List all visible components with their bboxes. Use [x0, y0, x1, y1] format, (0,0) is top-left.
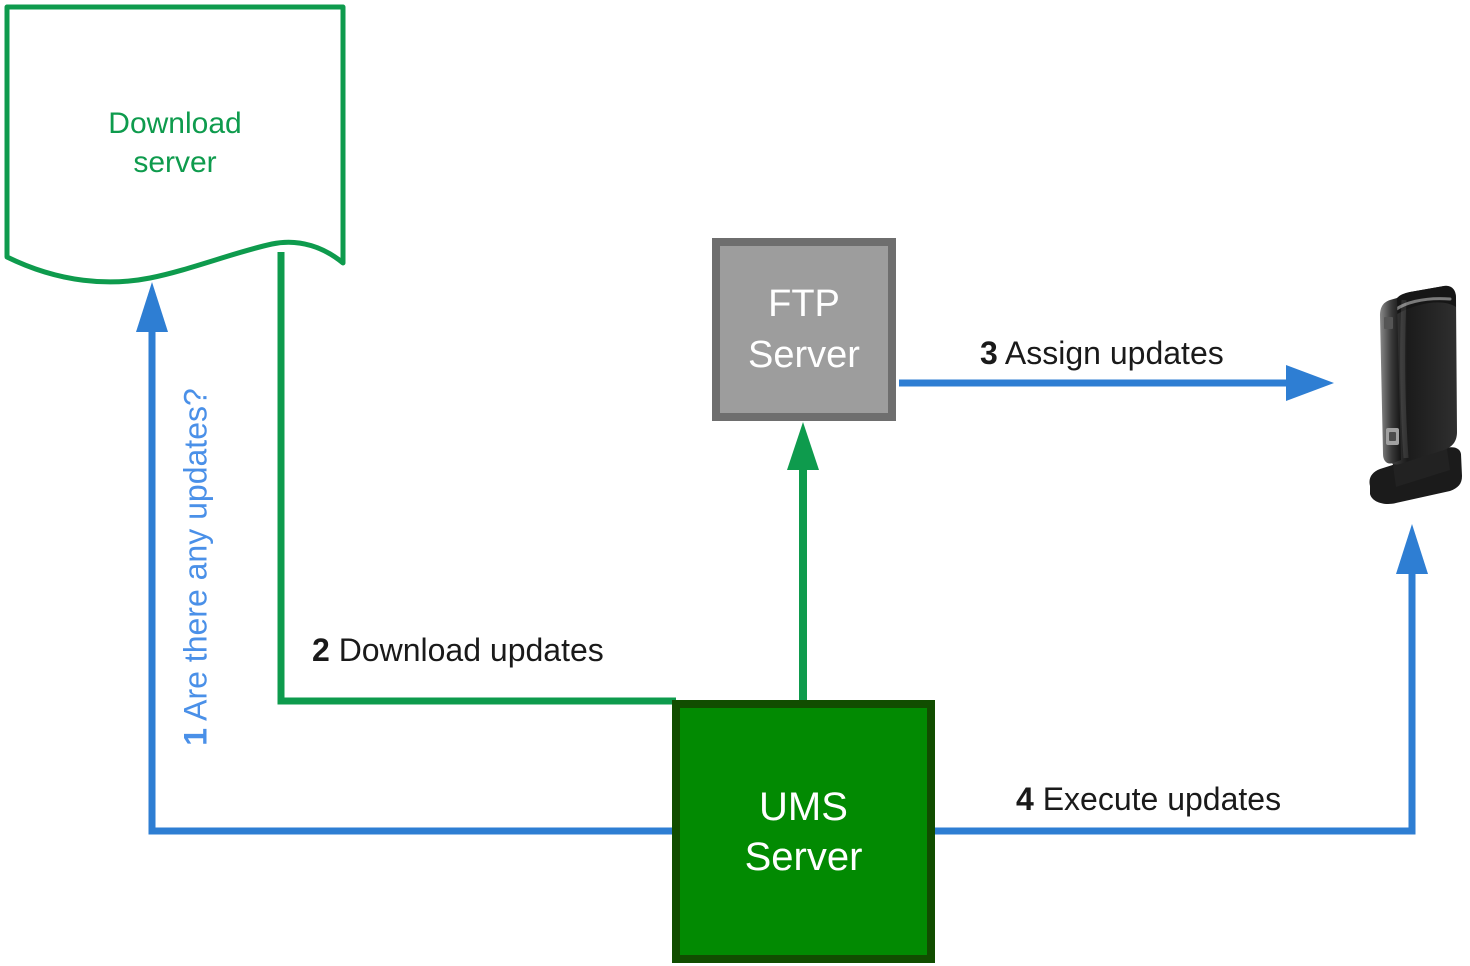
arrow-line-download-updates: [277, 252, 676, 705]
device-logo-top: [1384, 317, 1393, 329]
download-server-label: Download server: [25, 104, 325, 182]
step-4-label: 4 Execute updates: [1016, 781, 1281, 818]
download-server-label-line1: Download: [108, 107, 242, 140]
device-top-cap: [1392, 285, 1456, 317]
step-1-number: 1: [177, 728, 214, 746]
arrowhead-to-device-side: [1286, 365, 1334, 401]
device-front-edge: [1380, 298, 1401, 464]
arrowhead-to-download-server: [136, 282, 168, 332]
arrowhead-to-device-bottom: [1396, 524, 1428, 574]
step-1-text: Are there any updates?: [177, 388, 214, 721]
thin-client-device-icon: [1369, 285, 1462, 504]
ums-server-label-line1: UMS: [759, 784, 848, 829]
step-2-label: 2 Download updates: [312, 632, 604, 669]
step-1-label: 1 Are there any updates?: [178, 388, 215, 746]
step-4-number: 4: [1016, 781, 1034, 817]
arrowhead-to-ftp-server: [787, 422, 819, 470]
step-3-label: 3 Assign updates: [980, 335, 1224, 372]
step-4-text: Execute updates: [1042, 781, 1282, 817]
device-side-panel: [1388, 285, 1457, 465]
node-ums-server: UMS Server: [672, 700, 935, 963]
ums-server-label-line2: Server: [744, 834, 863, 879]
device-neck: [1392, 442, 1450, 487]
step-3-number: 3: [980, 335, 998, 371]
ftp-server-label-line2: Server: [748, 333, 860, 376]
device-logo-bottom-mark: [1389, 432, 1396, 441]
node-ftp-server: FTP Server: [712, 238, 896, 421]
step-2-number: 2: [312, 632, 330, 668]
ftp-server-label-line1: FTP: [768, 282, 840, 325]
download-server-shape: [4, 4, 346, 285]
step-3-text: Assign updates: [1004, 335, 1224, 371]
device-sheen: [1400, 299, 1409, 459]
step-2-text: Download updates: [338, 632, 604, 668]
download-server-label-line2: server: [133, 146, 217, 179]
